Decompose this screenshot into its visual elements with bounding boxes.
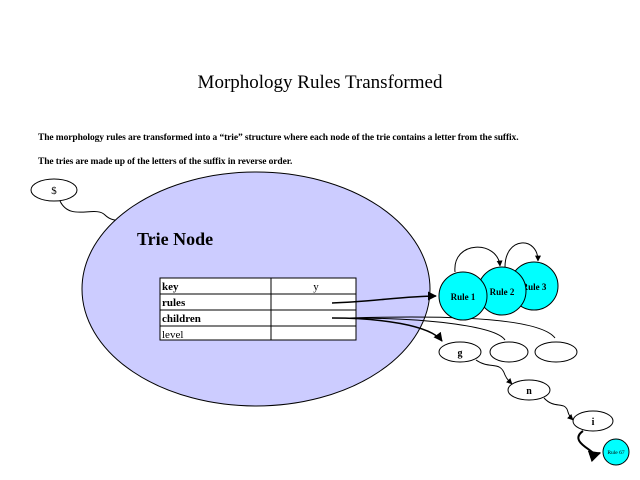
chain-node-n-label: n [526,386,532,397]
child-nodes: g [438,341,578,363]
edge-g-n [475,359,513,385]
rule-3-label: Rule 3 [522,282,547,292]
table-field-key: key [162,281,179,293]
root-node: $ [30,178,78,202]
trie-node-title: Trie Node [137,229,213,249]
table-value-key: y [313,281,319,293]
table-field-level: level [162,329,183,341]
rule-list: Rule 3 Rule 2 Rule 1 [438,242,559,321]
slide-title: Morphology Rules Transformed [197,72,443,93]
chain-node-n: n [507,379,551,401]
child-node-g [438,341,482,363]
table-field-rules: rules [162,297,186,309]
child-node-g-label: g [458,348,463,359]
rule-link-1-2 [454,246,503,273]
rule-1-label: Rule 1 [451,292,476,302]
rule-67-node: Rule 67 [602,438,630,466]
rule-1-node [438,271,488,321]
chain-node-i: i [572,410,614,432]
edge-i-rule67 [577,430,602,463]
table-field-children: children [162,313,201,325]
child-node-3 [534,341,578,363]
intro-text-2: The tries are made up of the letters of … [38,157,293,167]
children-edge-2 [349,317,506,341]
rules-edge [331,291,437,304]
trie-node-table: key y rules children level [159,277,357,341]
children-edge-g [331,317,443,342]
rule-2-label: Rule 2 [490,287,515,297]
chain-node-i-label: i [592,417,595,428]
intro-text-1: The morphology rules are transformed int… [38,133,519,143]
root-label: $ [51,185,57,197]
rule-link-2-3 [504,242,541,268]
edge-n-i [543,397,574,421]
children-edge-3 [349,316,556,339]
rule-67-label: Rule 67 [607,450,625,456]
child-node-2 [489,341,529,363]
